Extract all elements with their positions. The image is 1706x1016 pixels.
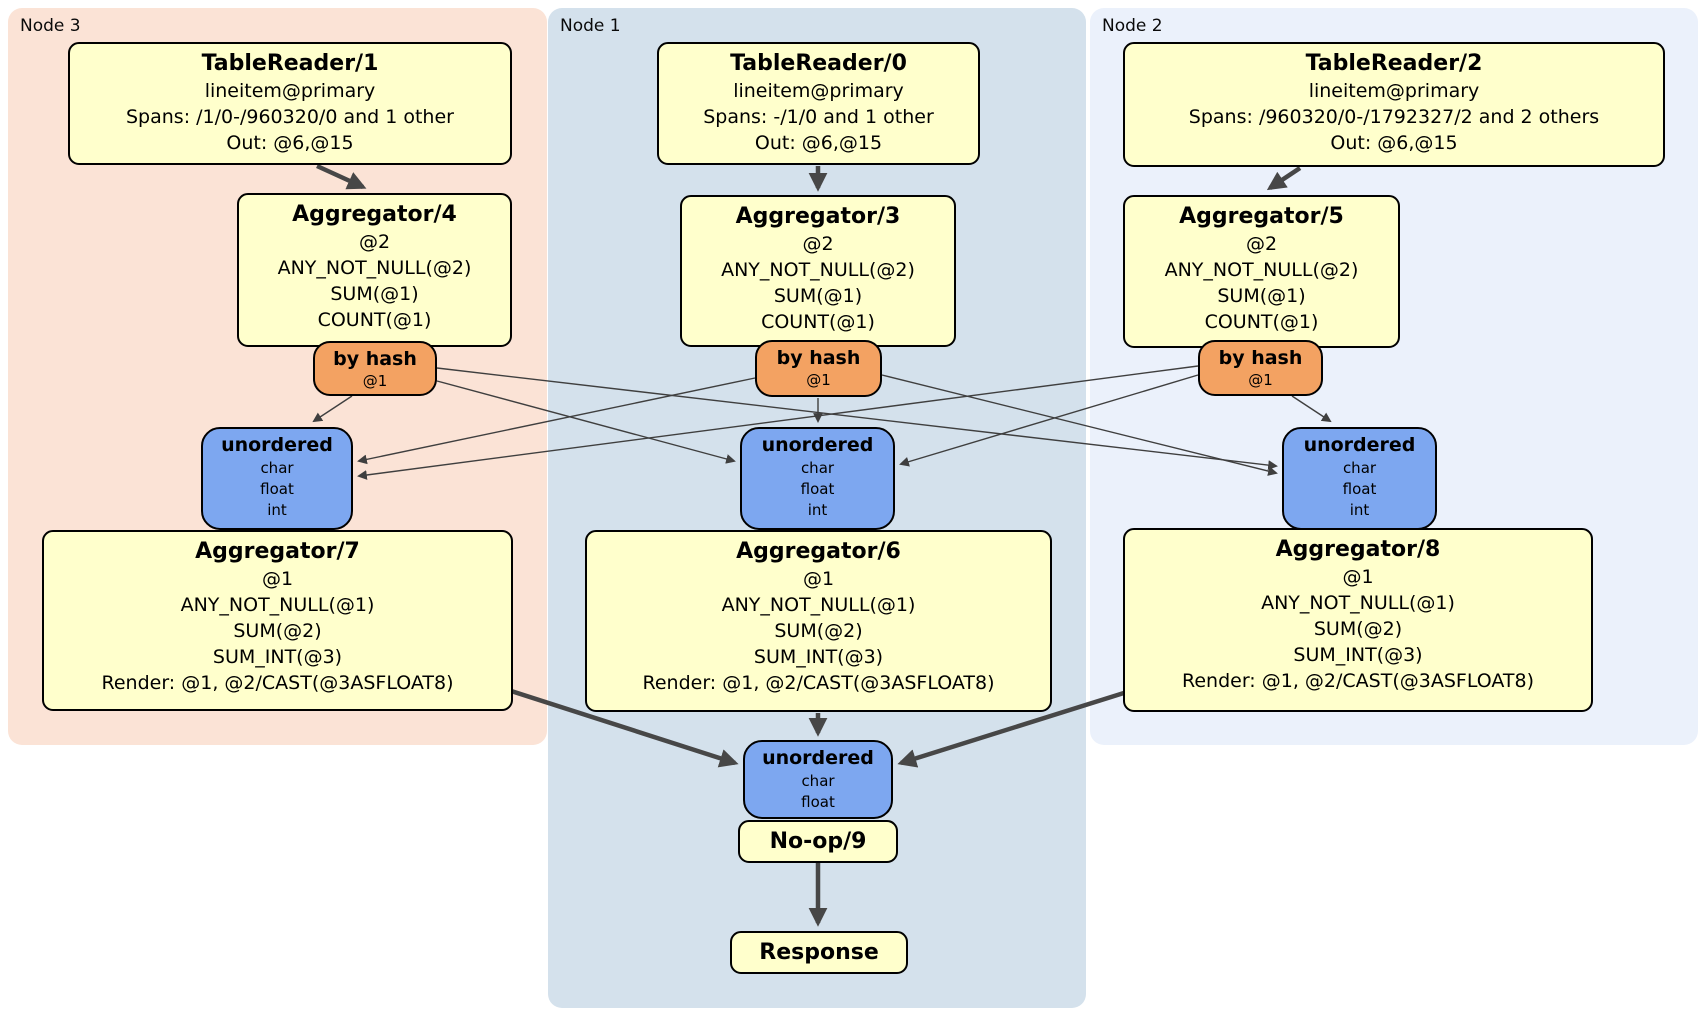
processor-spans: Spans: /1/0-/960320/0 and 1 other [126, 106, 454, 128]
sync-title: unordered [221, 434, 333, 456]
aggregator-fn: ANY_NOT_NULL(@1) [180, 594, 375, 616]
aggregator-fn: COUNT(@1) [317, 309, 432, 331]
router-title: by hash [333, 348, 417, 370]
aggregator-fn: ANY_NOT_NULL(@1) [721, 594, 916, 616]
processor-tablereader0: TableReader/0 lineitem@primary Spans: -/… [657, 42, 980, 165]
aggregator-fn: COUNT(@1) [761, 311, 875, 333]
aggregator-group-cols: @1 [802, 568, 835, 590]
processor-title: TableReader/1 [201, 51, 379, 76]
aggregator-group-cols: @1 [1342, 566, 1374, 588]
processor-aggregator4: Aggregator/4 @2 ANY_NOT_NULL(@2) SUM(@1)… [237, 193, 512, 347]
aggregator-fn: ANY_NOT_NULL(@1) [1261, 592, 1455, 614]
processor-title: TableReader/2 [1305, 51, 1483, 76]
sync-type: int [1349, 501, 1370, 519]
sync-title: unordered [761, 434, 874, 456]
sync-type: float [1342, 480, 1377, 498]
aggregator-fn: ANY_NOT_NULL(@2) [721, 259, 915, 281]
sync-type: int [267, 501, 287, 519]
node1-label: Node 1 [560, 16, 621, 36]
router-byhash-node1: by hash @1 [755, 340, 882, 397]
processor-title: Aggregator/5 [1179, 204, 1344, 229]
sync-type: float [260, 480, 294, 498]
processor-out: Out: @6,@15 [754, 132, 883, 154]
aggregator-fn: ANY_NOT_NULL(@2) [1164, 259, 1359, 281]
node3-label: Node 3 [20, 16, 81, 36]
sync-type: char [801, 772, 835, 790]
processor-title: Aggregator/4 [292, 202, 457, 227]
aggregator-fn: SUM_INT(@3) [1293, 644, 1423, 666]
aggregator-fn: SUM_INT(@3) [753, 646, 884, 668]
processor-index: lineitem@primary [204, 80, 376, 102]
router-title: by hash [1218, 347, 1303, 369]
processor-aggregator5: Aggregator/5 @2 ANY_NOT_NULL(@2) SUM(@1)… [1123, 195, 1400, 348]
processor-noop9: No-op/9 [738, 820, 898, 863]
sync-type: int [807, 501, 828, 519]
aggregator-render: Render: @1, @2/CAST(@3ASFLOAT8) [642, 672, 995, 694]
aggregator-fn: SUM(@2) [774, 620, 863, 642]
processor-index: lineitem@primary [733, 80, 904, 102]
processor-title: Aggregator/3 [735, 204, 901, 229]
processor-title: No-op/9 [769, 829, 867, 854]
aggregator-fn: SUM_INT(@3) [212, 646, 343, 668]
processor-aggregator6: Aggregator/6 @1 ANY_NOT_NULL(@1) SUM(@2)… [585, 530, 1052, 712]
response-title: Response [759, 940, 879, 965]
sync-unordered-node2: unordered char float int [1282, 427, 1437, 530]
sync-type: char [260, 459, 294, 477]
processor-out: Out: @6,@15 [226, 132, 354, 154]
processor-title: Aggregator/8 [1275, 537, 1441, 562]
sync-type: float [800, 480, 835, 498]
sync-type: float [801, 793, 835, 811]
aggregator-fn: SUM(@2) [233, 620, 322, 642]
router-columns: @1 [362, 372, 388, 390]
processor-tablereader1: TableReader/1 lineitem@primary Spans: /1… [68, 42, 512, 165]
aggregator-fn: SUM(@1) [773, 285, 863, 307]
aggregator-group-cols: @2 [802, 233, 834, 255]
sync-unordered-node1: unordered char float int [740, 427, 895, 530]
aggregator-fn: ANY_NOT_NULL(@2) [277, 257, 472, 279]
sync-unordered-final: unordered char float [743, 740, 893, 819]
processor-title: Aggregator/7 [195, 539, 360, 564]
processor-spans: Spans: -/1/0 and 1 other [703, 106, 934, 128]
aggregator-group-cols: @2 [358, 231, 391, 253]
router-title: by hash [776, 347, 861, 369]
processor-tablereader2: TableReader/2 lineitem@primary Spans: /9… [1123, 42, 1665, 167]
processor-aggregator8: Aggregator/8 @1 ANY_NOT_NULL(@1) SUM(@2)… [1123, 528, 1593, 712]
aggregator-fn: SUM(@1) [330, 283, 419, 305]
router-byhash-node3: by hash @1 [313, 341, 437, 396]
aggregator-render: Render: @1, @2/CAST(@3ASFLOAT8) [101, 672, 454, 694]
router-byhash-node2: by hash @1 [1198, 340, 1323, 396]
sync-type: char [1342, 459, 1377, 477]
processor-aggregator3: Aggregator/3 @2 ANY_NOT_NULL(@2) SUM(@1)… [680, 195, 956, 347]
processor-title: Aggregator/6 [736, 539, 901, 564]
sync-unordered-node3: unordered char float int [201, 427, 353, 530]
sync-type: char [800, 459, 835, 477]
router-columns: @1 [1248, 371, 1273, 389]
aggregator-group-cols: @2 [1245, 233, 1278, 255]
router-columns: @1 [806, 371, 831, 389]
node2-label: Node 2 [1102, 16, 1163, 36]
sync-title: unordered [1303, 434, 1416, 456]
aggregator-fn: SUM(@1) [1217, 285, 1306, 307]
processor-aggregator7: Aggregator/7 @1 ANY_NOT_NULL(@1) SUM(@2)… [42, 530, 513, 711]
aggregator-fn: SUM(@2) [1313, 618, 1403, 640]
aggregator-render: Render: @1, @2/CAST(@3ASFLOAT8) [1182, 670, 1534, 692]
sync-title: unordered [762, 747, 874, 769]
aggregator-group-cols: @1 [261, 568, 294, 590]
processor-title: TableReader/0 [730, 51, 907, 76]
processor-spans: Spans: /960320/0-/1792327/2 and 2 others [1188, 106, 1600, 128]
aggregator-fn: COUNT(@1) [1204, 311, 1319, 333]
response-box: Response [730, 931, 908, 974]
processor-index: lineitem@primary [1308, 80, 1480, 102]
processor-out: Out: @6,@15 [1330, 132, 1458, 154]
